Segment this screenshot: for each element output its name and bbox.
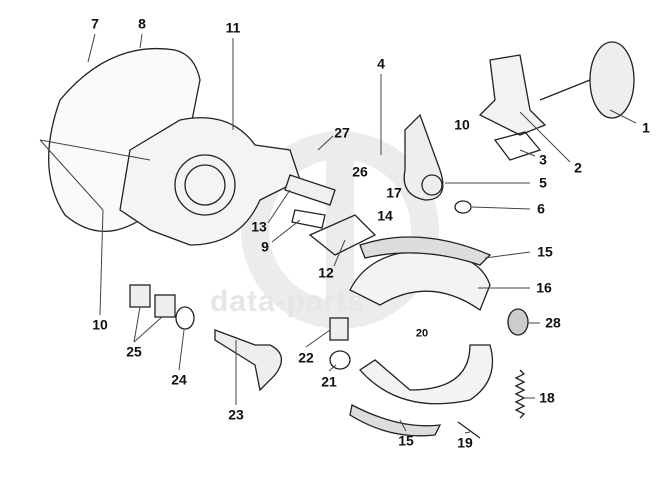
s-cam (214, 329, 282, 392)
callout-24: 24 (171, 371, 187, 388)
callout-18: 18 (539, 389, 555, 406)
callout-10: 10 (92, 316, 108, 333)
callout-21: 21 (321, 373, 337, 390)
callout-6: 6 (537, 200, 545, 217)
callout-14: 14 (377, 207, 393, 224)
callout-2: 2 (574, 159, 582, 176)
watermark-logo (241, 131, 439, 329)
callout-13: 13 (251, 218, 267, 235)
callout-10: 10 (454, 116, 470, 133)
bushing (154, 294, 176, 318)
callout-15: 15 (537, 243, 553, 260)
watermark-text: data-parts (210, 285, 366, 318)
return-spring (514, 369, 526, 419)
callout-26: 26 (352, 163, 368, 180)
callout-17: 17 (386, 184, 402, 201)
callout-11: 11 (225, 19, 241, 36)
callout-8: 8 (138, 15, 146, 32)
plate (308, 214, 377, 256)
bracket (478, 54, 547, 136)
callout-27: 27 (334, 124, 350, 141)
callout-5: 5 (539, 174, 547, 191)
anchor-pin (329, 317, 349, 341)
gasket (493, 131, 542, 161)
roller-pin (329, 350, 351, 370)
bushing (129, 284, 151, 308)
camshaft (284, 174, 336, 206)
seal (175, 306, 195, 330)
callout-7: 7 (91, 15, 99, 32)
roller (507, 308, 529, 336)
washer (454, 200, 472, 214)
backing-plate (119, 117, 301, 246)
callout-15: 15 (398, 432, 414, 449)
callout-28: 28 (545, 314, 561, 331)
slack-adjuster (403, 113, 444, 201)
brake-shoe (349, 249, 491, 312)
brake-chamber (589, 41, 635, 119)
callout-3: 3 (539, 151, 547, 168)
callout-20: 20 (415, 327, 429, 340)
callout-22: 22 (298, 349, 314, 366)
brake-lining-lower (349, 404, 442, 437)
callout-4: 4 (377, 55, 385, 72)
callout-9: 9 (261, 238, 269, 255)
callout-23: 23 (228, 406, 244, 423)
callout-16: 16 (536, 279, 552, 296)
pin-19 (457, 421, 481, 439)
callout-19: 19 (457, 434, 473, 451)
callout-25: 25 (126, 343, 142, 360)
pin (291, 209, 326, 229)
brake-lining-upper (359, 236, 492, 266)
callout-12: 12 (318, 264, 334, 281)
callout-1: 1 (642, 119, 650, 136)
brake-shoe-lower (359, 344, 494, 405)
